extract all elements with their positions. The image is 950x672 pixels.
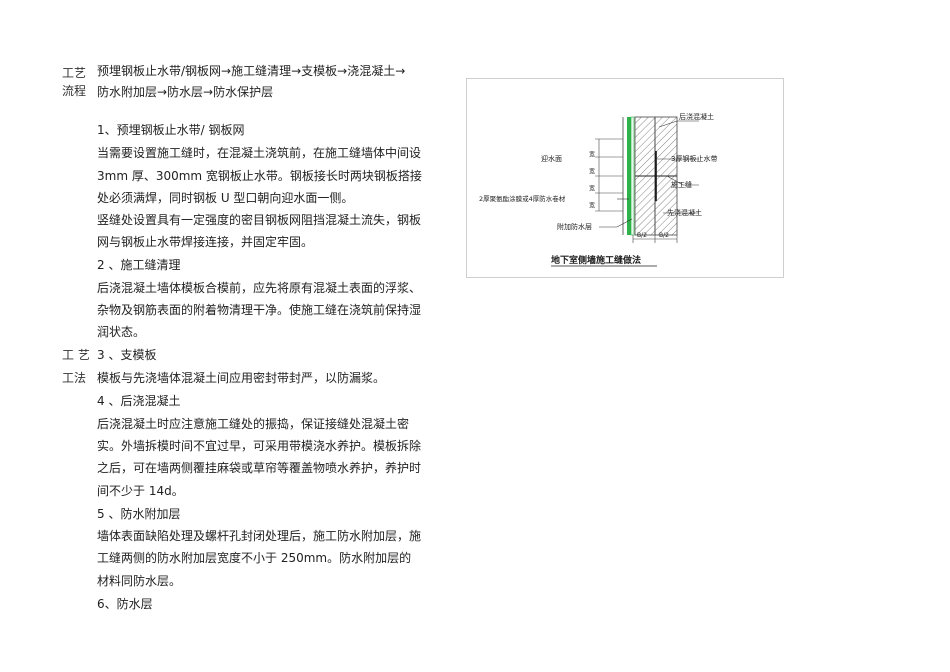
- construction-joint-figure: 宽 宽 宽 宽 B/2 B/2 后浇混凝土 迎水面 3厚钢板止水带 施工缝 2厚…: [466, 78, 784, 278]
- paragraph-line: 润状态。: [97, 325, 146, 339]
- section-heading-6: 6、防水层: [97, 597, 153, 611]
- label-construction-joint: 施工缝: [671, 180, 692, 189]
- leader-post-pour: [658, 120, 699, 128]
- section-heading-5: 5 、防水附加层: [97, 507, 181, 521]
- paragraph-line: 工缝两侧的防水附加层宽度不小于 250mm。防水附加层的: [97, 551, 412, 565]
- leader-joint: [666, 175, 699, 186]
- figure-caption: 地下室侧墙施工缝做法: [551, 254, 641, 266]
- label-process-2: 流程: [62, 84, 87, 98]
- paragraph-line: 3mm 厚、300mm 宽钢板止水带。钢板接长时两块钢板搭接: [97, 169, 422, 183]
- label-additional-layer: 附加防水层: [557, 222, 592, 231]
- label-method-1: 工 艺: [62, 348, 90, 362]
- waterproof-layer: [627, 117, 631, 235]
- paragraph-line: 间不少于 14d。: [97, 484, 184, 498]
- paragraph-line: 网与钢板止水带焊接连接，并固定牢固。: [97, 235, 314, 249]
- paragraph-line: 模板与先浇墙体混凝土间应用密封带封严，以防漏浆。: [97, 371, 386, 385]
- label-coating: 2厚聚氨酯涂膜或4厚防水卷材: [479, 194, 566, 203]
- label-pre-pour: 先浇混凝土: [667, 208, 702, 217]
- paragraph-line: 后浇混凝土时应注意施工缝处的振捣，保证接缝处混凝土密: [97, 417, 410, 431]
- additional-waterproof-layer: [630, 116, 635, 236]
- process-line-1: 预埋钢板止水带/钢板网→施工缝清理→支模板→浇混凝土→: [97, 64, 406, 78]
- section-heading-3: 3 、支模板: [97, 348, 157, 362]
- paragraph-line: 当需要设置施工缝时，在混凝土浇筑前，在施工缝墙体中间设: [97, 146, 422, 160]
- dim-right: B/2: [659, 232, 669, 239]
- side-dim-2: 宽: [588, 167, 595, 175]
- paragraph-line: 竖缝处设置具有一定强度的密目钢板网阻挡混凝土流失，钢板: [97, 213, 422, 227]
- dim-left: B/2: [637, 232, 647, 239]
- label-water-side: 迎水面: [541, 154, 562, 163]
- paragraph-line: 杂物及钢筋表面的附着物清理干净。使施工缝在浇筑前保持湿: [97, 303, 422, 317]
- side-dim-1: 宽: [588, 150, 595, 158]
- section-heading-1: 1、预埋钢板止水带/ 钢板网: [97, 123, 245, 137]
- joint-diagram: 宽 宽 宽 宽 B/2 B/2 后浇混凝土 迎水面 3厚钢板止水带 施工缝 2厚…: [479, 112, 717, 267]
- section-heading-4: 4 、后浇混凝土: [97, 394, 181, 408]
- label-steel-waterstop: 3厚钢板止水带: [671, 154, 717, 163]
- side-dim-3: 宽: [588, 184, 595, 192]
- label-method-2: 工法: [62, 371, 87, 385]
- paragraph-line: 处必须满焊，同时钢板 U 型口朝向迎水面一侧。: [97, 191, 354, 205]
- leader-additional: [599, 218, 633, 228]
- paragraph-line: 材料同防水层。: [97, 574, 182, 588]
- paragraph-line: 实。外墙拆模时间不宜过早，可采用带模浇水养护。模板拆除: [97, 439, 422, 453]
- label-process-1: 工艺: [62, 66, 87, 80]
- label-post-pour: 后浇混凝土: [679, 112, 714, 121]
- paragraph-line: 之后，可在墙两侧覆挂麻袋或草帘等覆盖物喷水养护，养护时: [97, 461, 422, 475]
- process-line-2: 防水附加层→防水层→防水保护层: [97, 85, 274, 99]
- side-dim-4: 宽: [588, 201, 595, 209]
- paragraph-line: 墙体表面缺陷处理及螺杆孔封闭处理后，施工防水附加层，施: [97, 529, 422, 543]
- section-heading-2: 2 、施工缝清理: [97, 258, 181, 272]
- paragraph-line: 后浇混凝土墙体模板合模前，应先将原有混凝土表面的浮浆、: [97, 281, 422, 295]
